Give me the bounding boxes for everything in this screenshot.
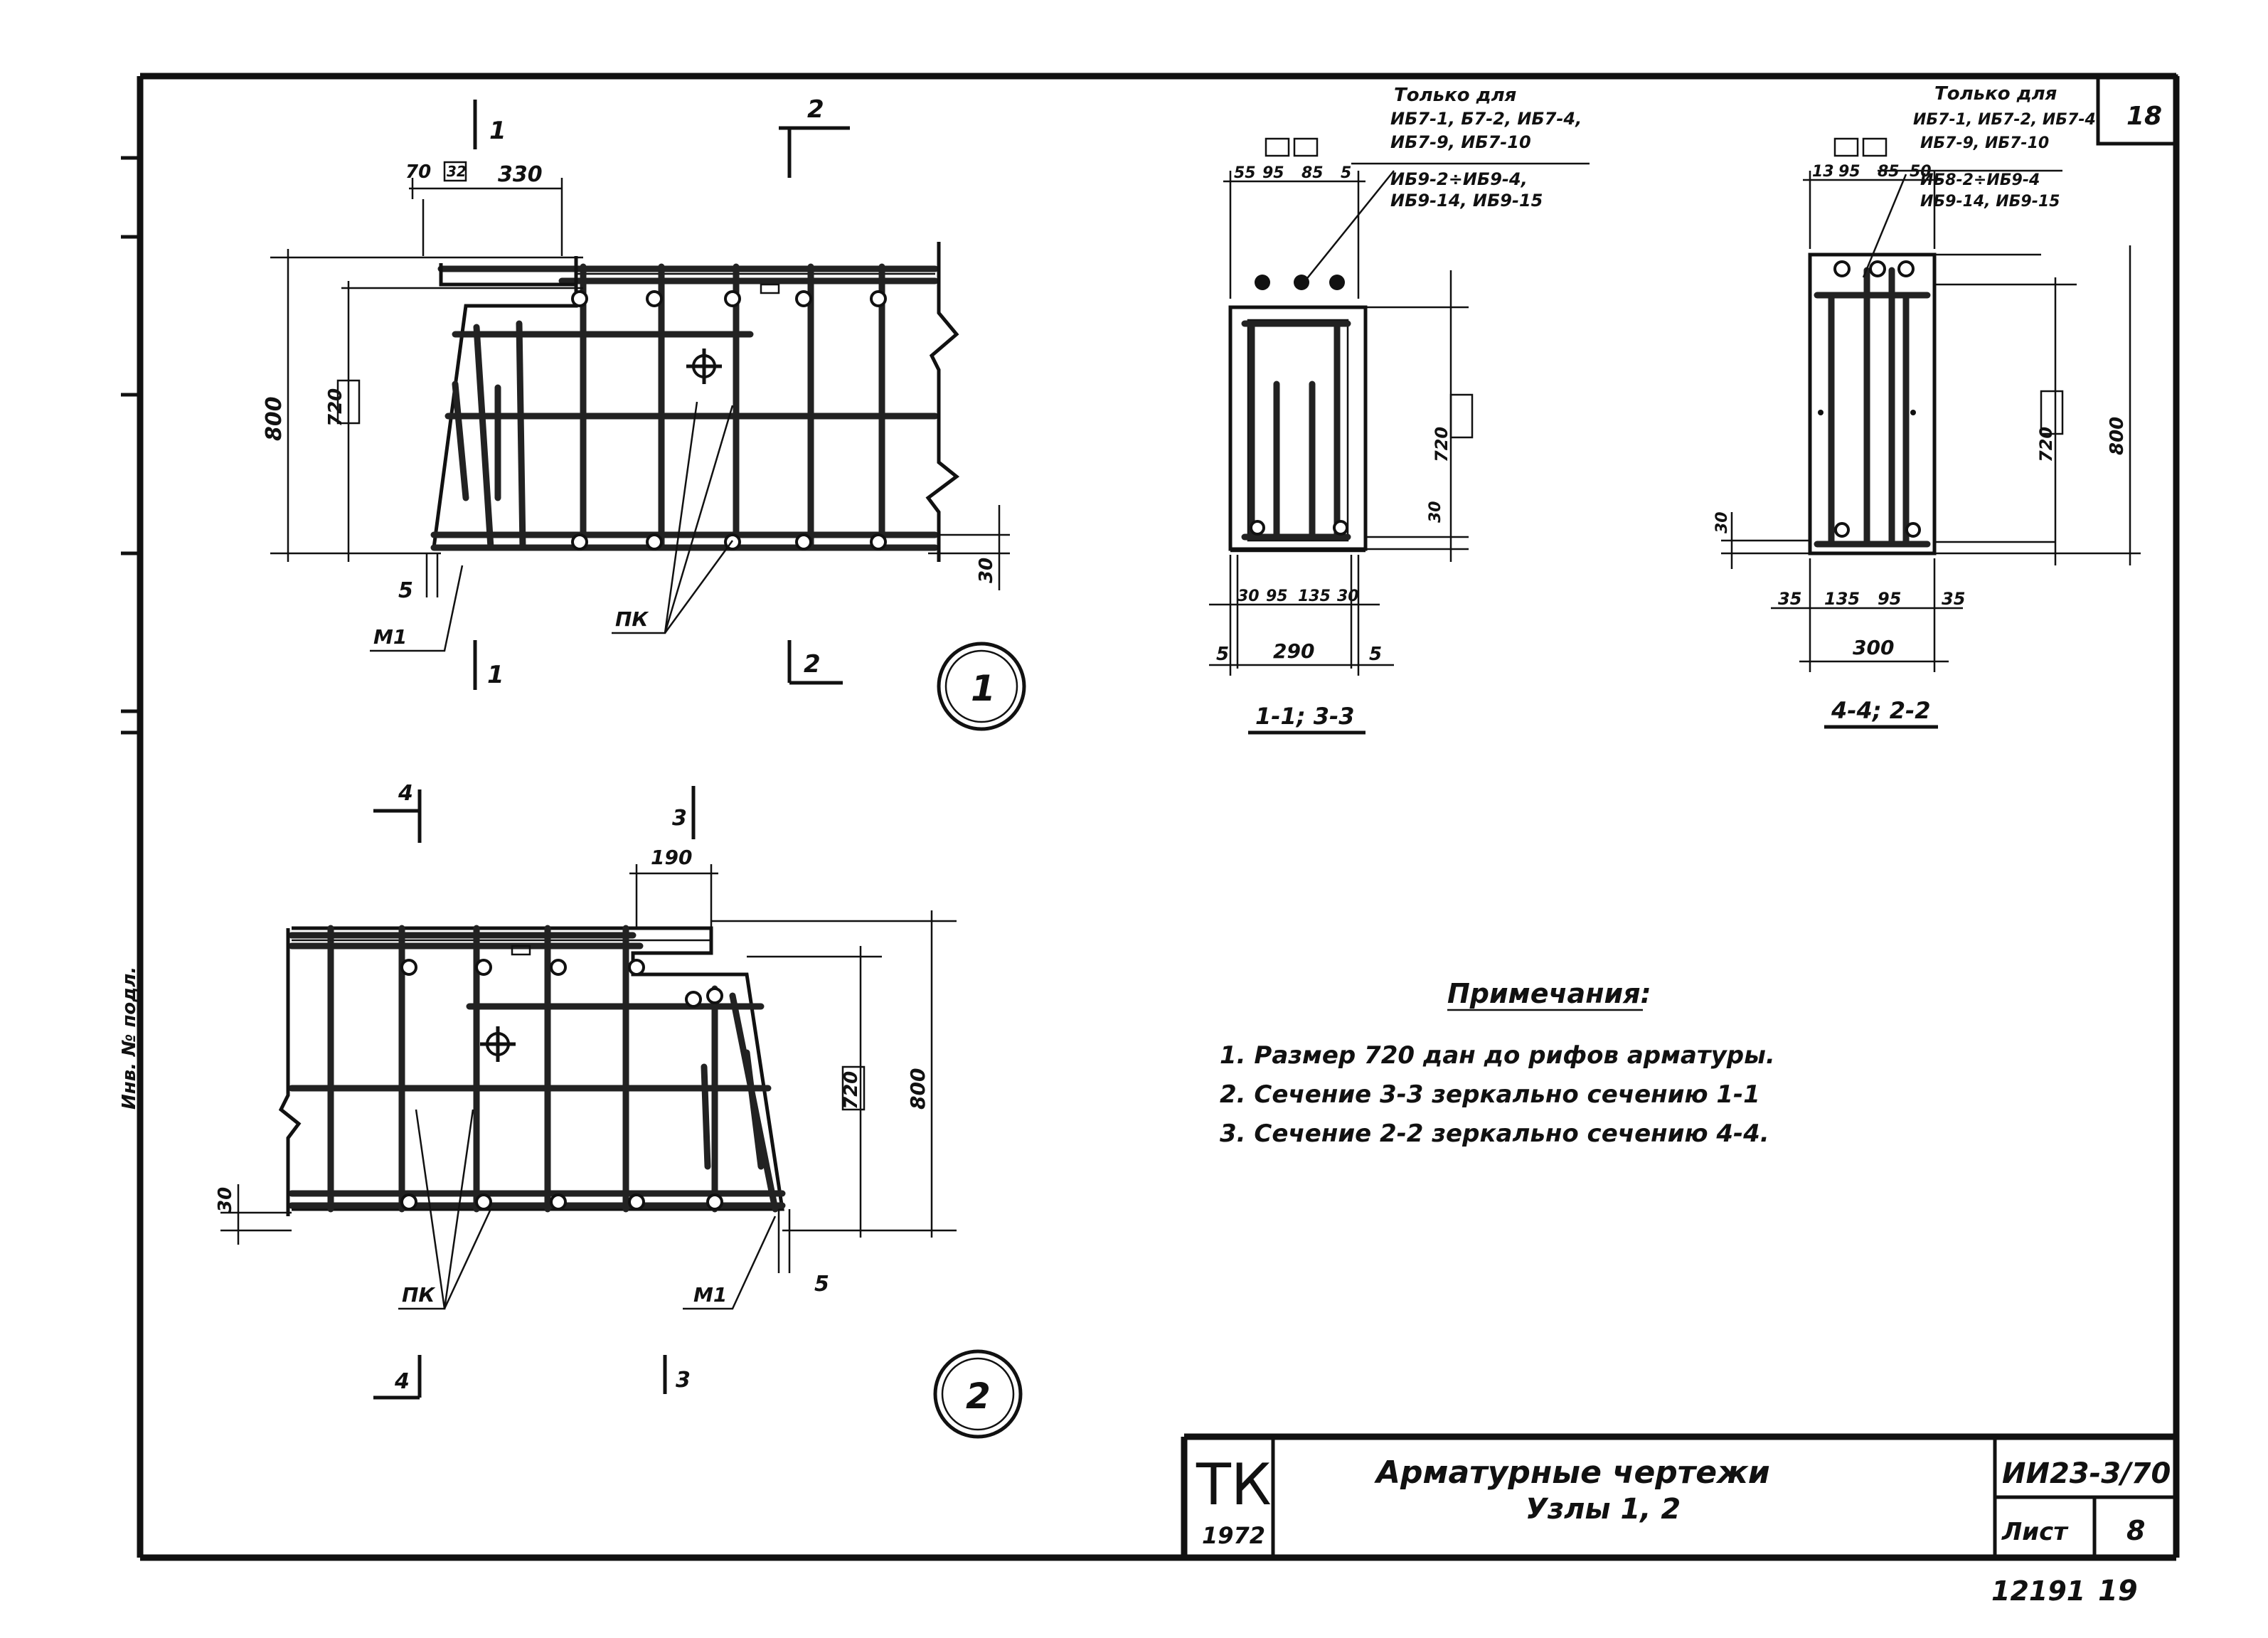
sheet-number: 18 bbox=[2126, 102, 2162, 131]
node2-dim-720: 720 bbox=[841, 1071, 862, 1110]
title-block-year: 1972 bbox=[1202, 1522, 1265, 1549]
node-1-drawing bbox=[270, 100, 1026, 731]
node1-number: 1 bbox=[971, 668, 996, 709]
sec44-bottom-dim-1: 35 bbox=[1778, 589, 1801, 609]
side-margin-text: Инв. № подл. bbox=[119, 967, 140, 1110]
drawing-frame bbox=[121, 73, 2180, 1561]
sec44-top-dim-3: 85 bbox=[1878, 163, 1900, 181]
sec11-top-dim-4: 5 bbox=[1341, 164, 1351, 182]
sec11-dim-5a: 5 bbox=[1216, 644, 1229, 665]
note-item-3: 3. Сечение 2-2 зеркально сечению 4-4. bbox=[1220, 1120, 1769, 1148]
node2-dim-800: 800 bbox=[906, 1068, 930, 1110]
title-block-sheet-label: Лист bbox=[2001, 1518, 2069, 1546]
node1-dim-5: 5 bbox=[398, 578, 413, 603]
sec44-bottom-dim-2: 135 bbox=[1824, 589, 1860, 609]
node2-tag-pk: ПК bbox=[402, 1283, 436, 1307]
sec44-dim-800: 800 bbox=[2107, 417, 2128, 455]
node1-cut1-bottom: 1 bbox=[487, 661, 504, 689]
sec44-bottom-dim-4: 35 bbox=[1942, 589, 1965, 609]
title-block bbox=[1181, 1433, 2176, 1558]
node-2-drawing bbox=[220, 786, 1023, 1439]
node1-dim-30: 30 bbox=[976, 558, 997, 583]
sec11-note-line2: ИБ7-9, ИБ7-10 bbox=[1390, 132, 1531, 152]
section-4-4-drawing bbox=[1721, 137, 2141, 729]
sec11-bottom-dim-2: 95 bbox=[1266, 587, 1288, 605]
archive-page: 19 bbox=[2098, 1575, 2138, 1607]
node2-cut4-bottom: 4 bbox=[394, 1369, 410, 1394]
title-block-logo: ТК bbox=[1196, 1452, 1272, 1518]
sec11-dim-5b: 5 bbox=[1369, 644, 1382, 665]
sec44-dim-720: 720 bbox=[2036, 427, 2056, 462]
node1-dim-70: 70 bbox=[405, 161, 431, 183]
sec44-dim-30: 30 bbox=[1713, 511, 1731, 533]
node2-number: 2 bbox=[966, 1376, 991, 1417]
sec11-note-line3: ИБ9-2÷ИБ9-4, bbox=[1390, 169, 1528, 189]
node1-cut2-bottom: 2 bbox=[804, 650, 821, 679]
sec11-dim-290: 290 bbox=[1273, 639, 1314, 663]
node2-dim-30: 30 bbox=[215, 1187, 236, 1213]
note-item-2: 2. Сечение 3-3 зеркально сечению 1-1 bbox=[1220, 1080, 1760, 1109]
node1-tag-pk: ПК bbox=[615, 607, 649, 631]
node1-dim-800: 800 bbox=[262, 396, 287, 441]
sec11-bottom-dim-4: 30 bbox=[1337, 587, 1359, 605]
sec44-note-line4: ИБ9-14, ИБ9-15 bbox=[1920, 193, 2060, 211]
title-line-1: Арматурные чертежи bbox=[1374, 1454, 1770, 1491]
sec44-note-line3: ИБ8-2÷ИБ9-4 bbox=[1920, 171, 2040, 189]
sec44-top-dim-4: 50 bbox=[1910, 163, 1932, 181]
sec44-note-only-for: Только для bbox=[1934, 83, 2057, 105]
title-block-code: ИИ23-3/70 bbox=[2002, 1457, 2171, 1490]
sec11-top-dim-2: 95 bbox=[1262, 164, 1284, 182]
sec11-dim-30: 30 bbox=[1427, 501, 1444, 523]
node1-cut2-top: 2 bbox=[807, 95, 824, 124]
sec11-dim-720: 720 bbox=[1432, 427, 1452, 462]
archive-number: 12191 bbox=[1991, 1575, 2085, 1607]
sec44-note-line2: ИБ7-9, ИБ7-10 bbox=[1920, 134, 2049, 152]
node1-cut1-top: 1 bbox=[489, 117, 506, 145]
sec11-note-only-for: Только для bbox=[1394, 85, 1516, 106]
sec44-top-dim-1: 13 bbox=[1812, 163, 1834, 181]
notes-title: Примечания: bbox=[1447, 978, 1651, 1009]
node2-cut4-top: 4 bbox=[398, 781, 413, 806]
node1-dim-720: 720 bbox=[325, 388, 346, 427]
node2-dim-5: 5 bbox=[814, 1272, 829, 1297]
node2-cut3-top: 3 bbox=[672, 806, 687, 831]
node1-tag-m1: М1 bbox=[373, 625, 407, 649]
sec44-note-line1: ИБ7-1, ИБ7-2, ИБ7-4 bbox=[1913, 111, 2096, 129]
sec11-note-line1: ИБ7-1, Б7-2, ИБ7-4, bbox=[1390, 109, 1582, 129]
node2-cut3-bottom: 3 bbox=[676, 1368, 691, 1393]
sec11-note-line4: ИБ9-14, ИБ9-15 bbox=[1390, 191, 1543, 211]
node1-box-32: 32 bbox=[447, 163, 467, 180]
sec11-top-dim-1: 55 bbox=[1234, 164, 1256, 182]
sec44-bottom-dim-3: 95 bbox=[1878, 589, 1901, 609]
section-1-1-drawing bbox=[1209, 137, 1590, 735]
sec44-dim-300: 300 bbox=[1853, 636, 1894, 659]
title-block-sheet-value: 8 bbox=[2126, 1515, 2145, 1546]
sec11-bottom-dim-1: 30 bbox=[1237, 587, 1260, 605]
sec11-bottom-dim-3: 135 bbox=[1298, 587, 1331, 605]
sec44-caption: 4-4; 2-2 bbox=[1831, 697, 1931, 724]
node2-tag-m1: М1 bbox=[693, 1283, 727, 1307]
title-line-2: Узлы 1, 2 bbox=[1526, 1493, 1681, 1526]
note-item-1: 1. Размер 720 дан до рифов арматуры. bbox=[1220, 1041, 1775, 1070]
node2-dim-190: 190 bbox=[651, 846, 692, 869]
sec11-top-dim-3: 85 bbox=[1301, 164, 1324, 182]
sec11-caption: 1-1; 3-3 bbox=[1255, 703, 1355, 730]
sec44-top-dim-2: 95 bbox=[1838, 163, 1860, 181]
node1-dim-330: 330 bbox=[498, 162, 543, 187]
